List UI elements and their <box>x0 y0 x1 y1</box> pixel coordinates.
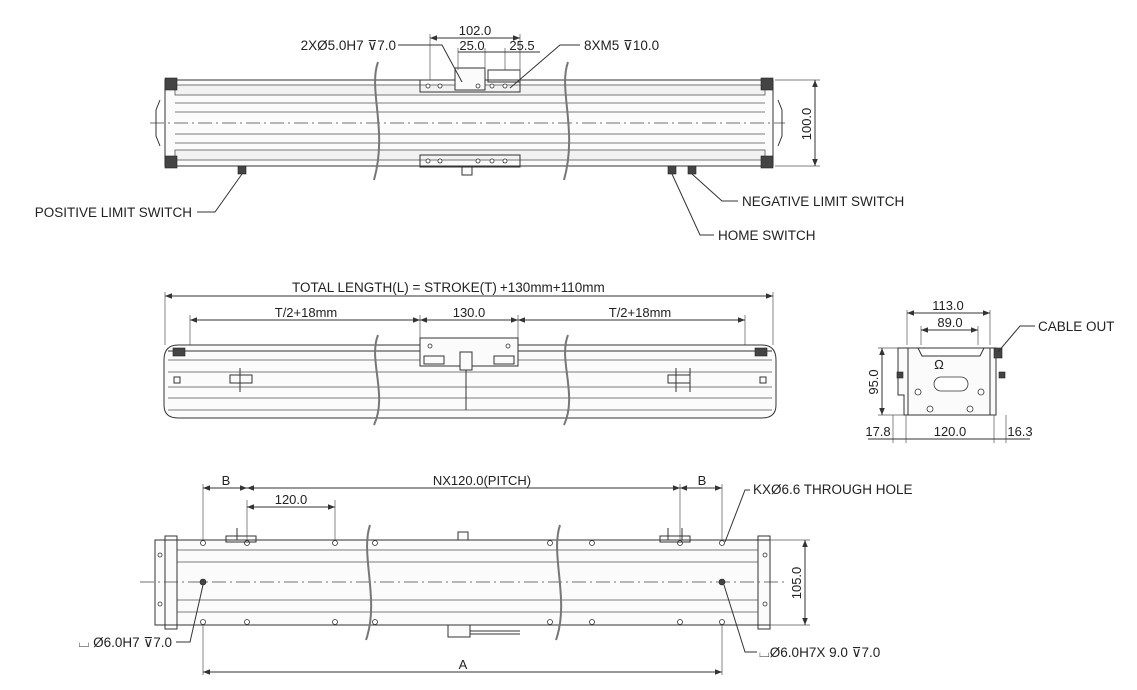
positive-limit-switch-body <box>237 165 247 175</box>
dim-120-bottom: 120.0 <box>275 492 308 507</box>
positive-limit-leader <box>197 173 243 213</box>
dim-16-3: 16.3 <box>1007 424 1032 439</box>
top-endcap-br <box>760 155 774 169</box>
callout-dowel: 2XØ5.0H7 ⊽7.0 <box>301 38 396 53</box>
dim-102: 102.0 <box>459 23 492 38</box>
end-slot <box>933 376 969 392</box>
dowel-left-label: ⌴ Ø6.0H7 ⊽7.0 <box>79 635 172 650</box>
dowel-left-leader <box>176 584 204 643</box>
top-endcap-tr <box>760 77 774 91</box>
dowel-hole-left <box>199 578 207 586</box>
through-holes <box>200 540 725 625</box>
negative-limit-leader <box>691 173 738 202</box>
cable-out-label: CABLE OUT <box>1038 319 1115 334</box>
dim-120-end: 120.0 <box>934 424 967 439</box>
half-stroke-right: T/2+18mm <box>609 305 672 320</box>
dim-a: A <box>459 657 468 672</box>
dim-95: 95.0 <box>866 369 881 394</box>
side-body-outline <box>163 344 777 419</box>
bottom-body-outline <box>154 539 771 626</box>
tap-leader <box>509 44 580 89</box>
top-endcap-bl <box>164 155 178 169</box>
dim-89: 89.0 <box>937 315 962 330</box>
home-switch-leader <box>671 173 714 236</box>
negative-limit-switch-body <box>687 165 697 175</box>
dim-pitch: NX120.0(PITCH) <box>433 473 531 488</box>
bottom-view: B NX120.0(PITCH) B 120.0 <box>79 473 913 675</box>
dim-113: 113.0 <box>932 298 964 313</box>
dim-25-0: 25.0 <box>459 38 484 53</box>
side-break-left <box>373 334 381 426</box>
side-view: TOTAL LENGTH(L) = STROKE(T)+130mm+110mm … <box>163 280 777 426</box>
top-break-left <box>373 61 381 181</box>
dim-25-5: 25.5 <box>509 38 534 53</box>
dim-100: 100.0 <box>799 108 814 141</box>
dim-b-left: B <box>222 473 231 488</box>
positive-limit-label: POSITIVE LIMIT SWITCH <box>35 205 192 220</box>
dowel-right-leader <box>723 584 757 653</box>
home-switch-label: HOME SWITCH <box>718 228 816 243</box>
dim-b-right: B <box>698 473 707 488</box>
bottom-break-right <box>555 524 563 641</box>
bottom-break-left <box>365 524 373 641</box>
through-hole-leader <box>724 489 750 543</box>
end-view: 113.0 89.0 Ω 95.0 17.8 120.0 16.3 CABLE … <box>865 298 1115 443</box>
cable-out-leader <box>997 325 1035 353</box>
total-length-label: TOTAL LENGTH(L) = STROKE(T)+130mm+110mm <box>292 280 605 295</box>
dim-105: 105.0 <box>789 567 804 600</box>
half-stroke-left: T/2+18mm <box>275 305 338 320</box>
dowel-leader <box>398 44 463 83</box>
top-view: 102.0 25.0 25.5 2XØ5.0H7 ⊽7.0 8XM5 ⊽10.0… <box>35 23 905 243</box>
dowel-right-label: ⌴Ø6.0H7X 9.0 ⊽7.0 <box>759 645 880 660</box>
carriage-length: 130.0 <box>453 305 486 320</box>
dim-17-8: 17.8 <box>865 424 890 439</box>
top-connector-block <box>454 67 486 91</box>
top-break-right <box>563 61 571 181</box>
top-endcap-tl <box>164 77 178 91</box>
end-logo: Ω <box>934 357 944 372</box>
dowel-hole-right <box>718 578 726 586</box>
negative-limit-label: NEGATIVE LIMIT SWITCH <box>742 194 904 209</box>
bottom-cable-connector <box>447 624 471 638</box>
side-break-right <box>563 334 571 426</box>
callout-tap: 8XM5 ⊽10.0 <box>584 38 659 53</box>
home-switch-body <box>667 165 677 175</box>
through-hole-label: KXØ6.6 THROUGH HOLE <box>753 482 913 497</box>
